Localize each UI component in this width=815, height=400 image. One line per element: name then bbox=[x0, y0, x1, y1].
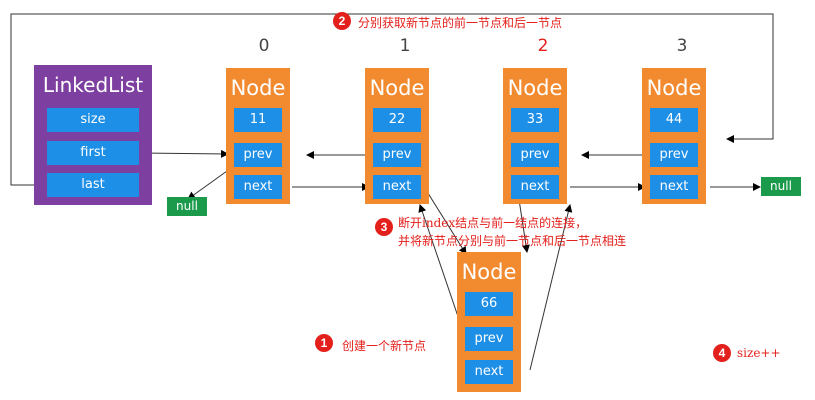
node-2-value: 33 bbox=[511, 108, 559, 132]
last-pointer-line bbox=[10, 13, 774, 186]
step-2-badge: 2 bbox=[333, 12, 351, 30]
new-node-value: 66 bbox=[465, 292, 513, 316]
first-pointer-line bbox=[139, 149, 229, 158]
step-3-text-line2: 并将新节点分别与前一节点和后一节点相连 bbox=[398, 234, 627, 248]
node-0-prev: prev bbox=[234, 143, 282, 167]
step-1-badge: 1 bbox=[315, 334, 333, 352]
node-2-next: next bbox=[511, 175, 559, 199]
node-3: Node 44 prev next bbox=[642, 68, 706, 204]
linkedlist-last-field: last bbox=[47, 173, 139, 197]
null-left: null bbox=[167, 197, 207, 216]
new-next-node2-line bbox=[529, 204, 573, 371]
new-node-prev: prev bbox=[465, 327, 513, 351]
index-label-0: 0 bbox=[258, 36, 270, 56]
linkedlist-first-field: first bbox=[47, 141, 139, 165]
index-label-1: 1 bbox=[399, 36, 411, 56]
node-3-title: Node bbox=[646, 76, 702, 100]
node-0-value: 11 bbox=[234, 108, 282, 132]
index-label-3: 3 bbox=[676, 36, 688, 56]
node-1-next: next bbox=[373, 175, 421, 199]
node-1-title: Node bbox=[369, 76, 425, 100]
node-1: Node 22 prev next bbox=[365, 68, 429, 204]
step-3-badge: 3 bbox=[375, 218, 393, 236]
null-right: null bbox=[761, 177, 801, 196]
node1-next-new-line bbox=[425, 189, 467, 255]
linkedlist-size-field: size bbox=[47, 108, 139, 132]
step-4-text: size++ bbox=[737, 346, 781, 360]
node-1-prev: prev bbox=[373, 143, 421, 167]
node-3-next: next bbox=[650, 175, 698, 199]
node-0-next: next bbox=[234, 175, 282, 199]
new-node-title: Node bbox=[461, 260, 517, 284]
step-4-badge: 4 bbox=[713, 344, 731, 362]
step-3-text-line1: 断开index结点与前一结点的连接， bbox=[398, 216, 588, 230]
new-node-next: next bbox=[465, 360, 513, 384]
index-label-2: 2 bbox=[537, 36, 549, 56]
node-3-value: 44 bbox=[650, 108, 698, 132]
step-1-text: 创建一个新节点 bbox=[342, 339, 427, 353]
linkedlist-box: LinkedList size first last bbox=[34, 65, 152, 205]
node-2-prev: prev bbox=[511, 143, 559, 167]
step-2-text: 分别获取新节点的前一节点和后一节点 bbox=[358, 16, 563, 30]
node-1-value: 22 bbox=[373, 108, 421, 132]
node-0: Node 11 prev next bbox=[226, 68, 290, 204]
node-3-prev: prev bbox=[650, 143, 698, 167]
node-0-title: Node bbox=[230, 76, 286, 100]
node-2-title: Node bbox=[507, 76, 563, 100]
linkedlist-title: LinkedList bbox=[42, 73, 144, 97]
new-node: Node 66 prev next bbox=[457, 252, 521, 392]
node-2: Node 33 prev next bbox=[503, 68, 567, 204]
